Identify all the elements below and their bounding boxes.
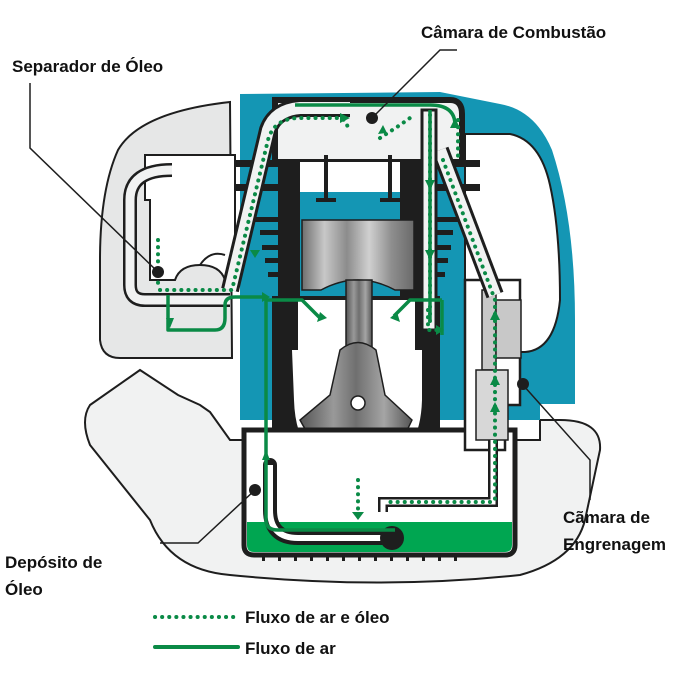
connecting-rod	[345, 279, 373, 351]
label-gear-chamber-line1: Cãmara de	[563, 508, 650, 527]
flow-arrowheads	[166, 113, 500, 520]
legend-label-air-oil: Fluxo de ar e óleo	[245, 608, 390, 627]
crank-pin	[350, 395, 366, 411]
label-gear-chamber-line2: Engrenagem	[563, 535, 666, 554]
label-oil-separator: Separador de Óleo	[12, 57, 163, 76]
legend: Fluxo de ar e óleo Fluxo de ar	[153, 608, 390, 658]
sump-ribs	[262, 556, 457, 561]
label-oil-reservoir-line2: Óleo	[5, 580, 43, 599]
valves	[316, 155, 400, 202]
oil-pickup-weight	[380, 526, 404, 550]
leader-lines	[29, 49, 591, 544]
label-oil-reservoir-line1: Depósito de	[5, 553, 102, 572]
gear-lower	[475, 369, 509, 441]
leader-dots	[152, 112, 529, 496]
legend-label-air: Fluxo de ar	[245, 639, 336, 658]
label-combustion-chamber: Câmara de Combustão	[421, 23, 606, 42]
